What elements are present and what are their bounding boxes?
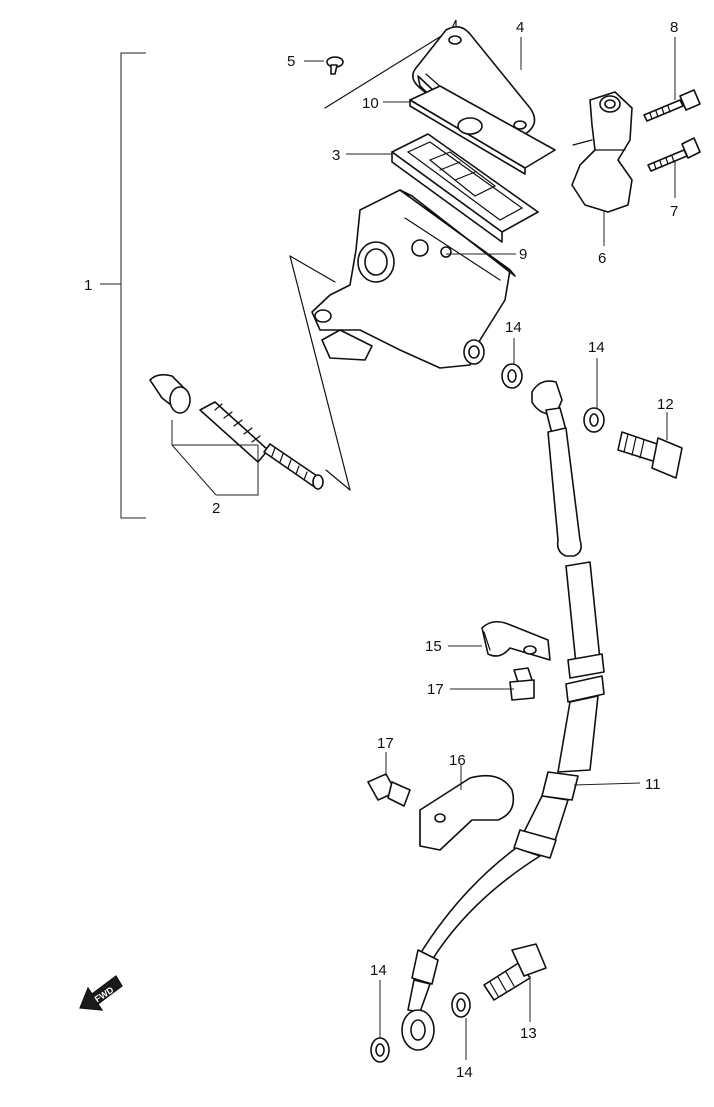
piston-kit (149, 373, 324, 496)
handlebar-clamp (571, 91, 633, 213)
clip-bolt-lower (367, 773, 411, 807)
assembly-bracket (100, 52, 146, 519)
master-cylinder-body (311, 189, 516, 369)
callout-2: 2 (212, 500, 220, 517)
union-bolt-upper (617, 431, 683, 479)
callout-8: 8 (670, 19, 678, 36)
callout-16: 16 (449, 752, 466, 769)
callout-17-lower: 17 (377, 735, 394, 752)
brake-hose (401, 380, 641, 1051)
leader-lines (304, 37, 676, 1060)
washer-lower-right (451, 992, 471, 1018)
washer-lower-left (370, 1037, 390, 1063)
bolt-short (647, 137, 701, 172)
callout-6: 6 (598, 250, 606, 267)
fwd-arrow-icon: FWD (79, 975, 123, 1011)
callout-9: 9 (519, 246, 527, 263)
callout-11: 11 (645, 776, 661, 793)
hose-bracket (419, 765, 515, 851)
callout-1: 1 (84, 277, 92, 294)
cover-screw (326, 56, 344, 75)
callout-14-upper-right: 14 (588, 339, 605, 356)
callout-14-lower-left: 14 (370, 962, 387, 979)
union-bolt-lower (483, 943, 547, 1001)
diaphragm-plate (409, 85, 556, 175)
bolt-long (643, 89, 701, 122)
clip-bolt-upper (509, 667, 535, 701)
hose-clip (481, 620, 551, 661)
diaphragm (391, 133, 539, 243)
callout-12: 12 (657, 396, 674, 413)
callout-4: 4 (516, 19, 524, 36)
callout-13: 13 (520, 1025, 537, 1042)
callout-15: 15 (425, 638, 442, 655)
callout-3: 3 (332, 147, 340, 164)
callout-7: 7 (670, 203, 678, 220)
washer-upper-right (583, 407, 605, 433)
callout-14-upper-left: 14 (505, 319, 522, 336)
callout-17-upper: 17 (427, 681, 444, 698)
callout-5: 5 (287, 53, 295, 70)
callout-10: 10 (362, 95, 379, 112)
callout-14-lower-right: 14 (456, 1064, 473, 1081)
washer-upper-left (501, 363, 523, 389)
callout-labels: 1 2 3 4 5 6 7 8 9 10 11 12 13 14 14 14 1… (84, 19, 678, 1081)
